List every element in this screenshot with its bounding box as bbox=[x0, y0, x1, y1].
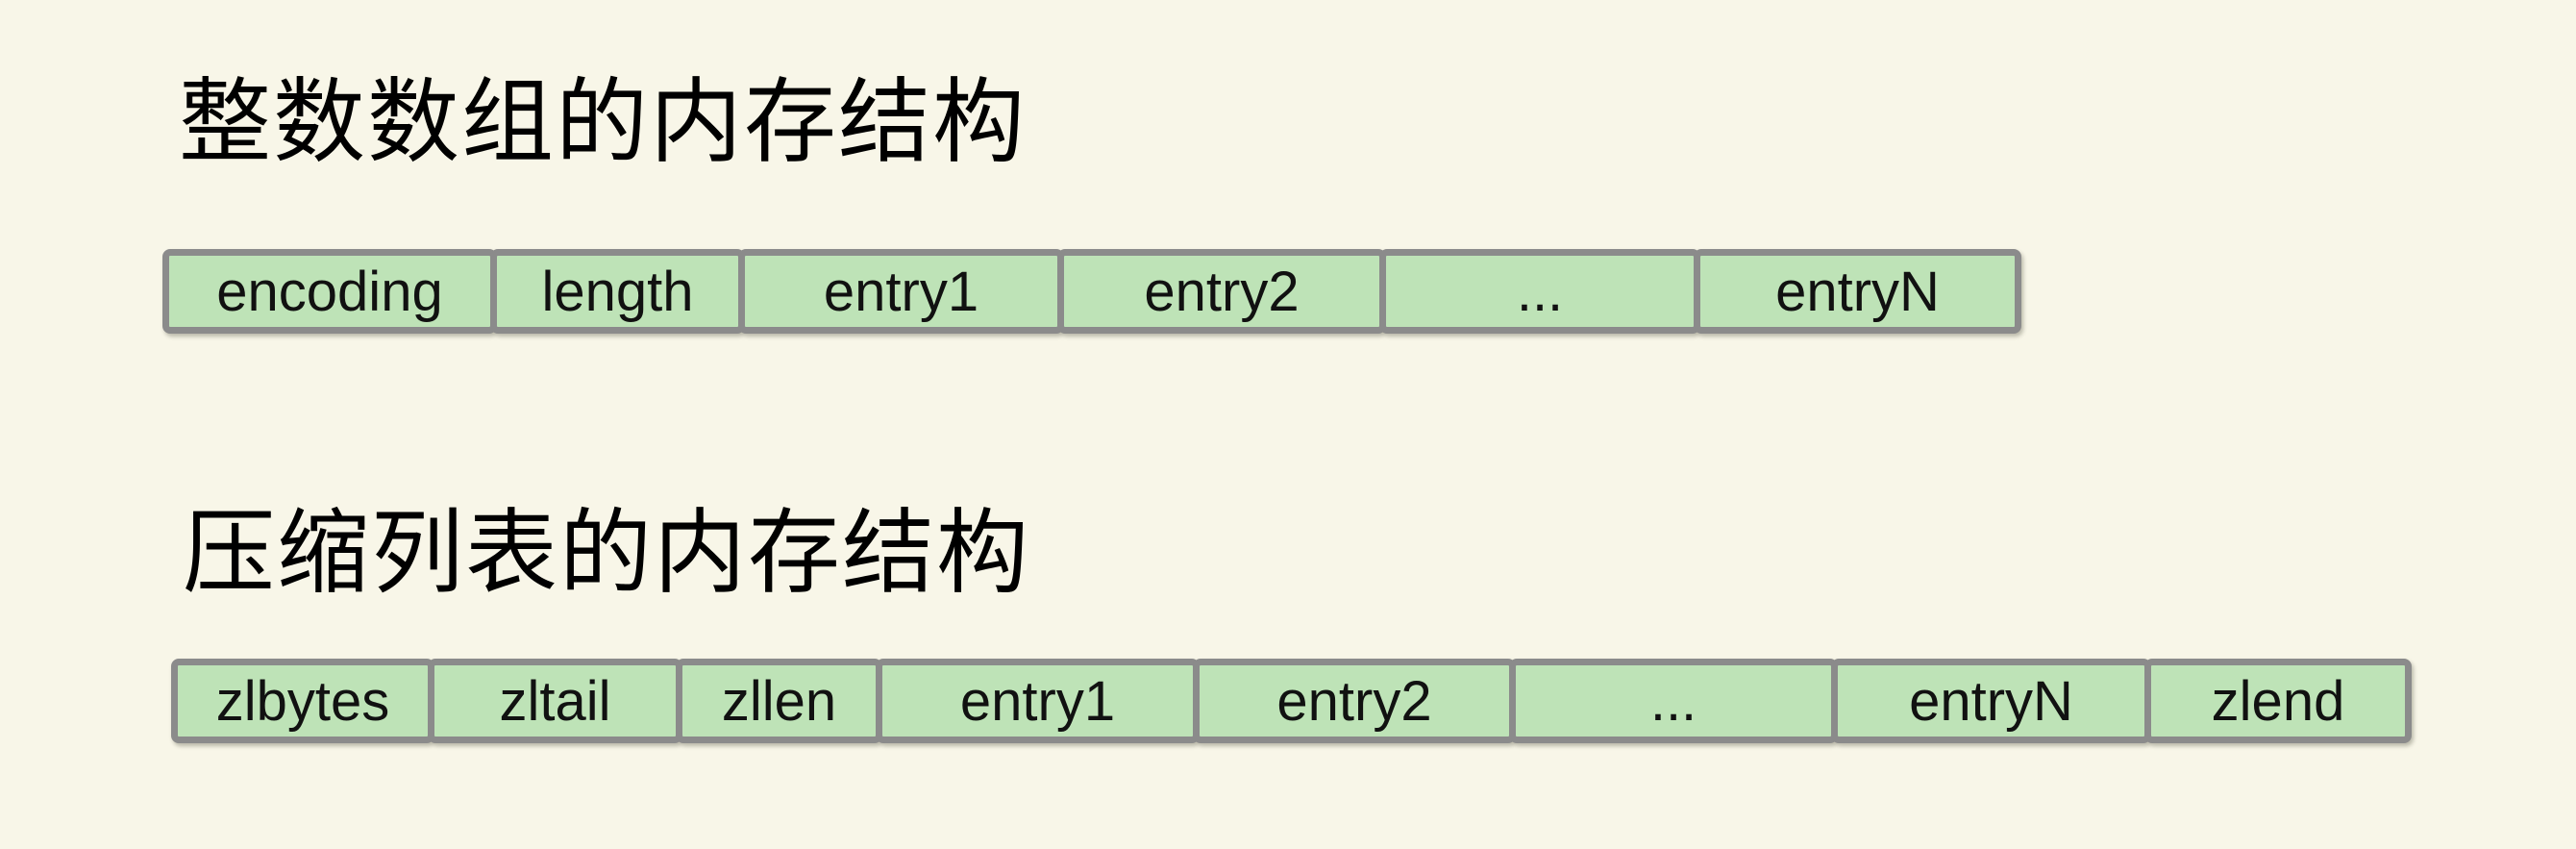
cell-entry2: entry2 bbox=[1193, 659, 1516, 743]
cell-zllen: zllen bbox=[676, 659, 882, 743]
cell-ellipsis: ... bbox=[1509, 659, 1838, 743]
cell-zlend: zlend bbox=[2144, 659, 2412, 743]
cell-zltail: zltail bbox=[428, 659, 682, 743]
cell-encoding: encoding bbox=[162, 249, 497, 334]
int-array-title: 整数数组的内存结构 bbox=[179, 71, 1027, 174]
cell-length: length bbox=[490, 249, 745, 334]
cell-entry1: entry1 bbox=[876, 659, 1200, 743]
cell-entryn: entryN bbox=[1694, 249, 2021, 334]
cell-entryn: entryN bbox=[1831, 659, 2151, 743]
cell-zlbytes: zlbytes bbox=[171, 659, 434, 743]
cell-ellipsis: ... bbox=[1379, 249, 1700, 334]
cell-entry2: entry2 bbox=[1057, 249, 1386, 334]
ziplist-title: 压缩列表的内存结构 bbox=[183, 502, 1030, 605]
cell-entry1: entry1 bbox=[738, 249, 1064, 334]
